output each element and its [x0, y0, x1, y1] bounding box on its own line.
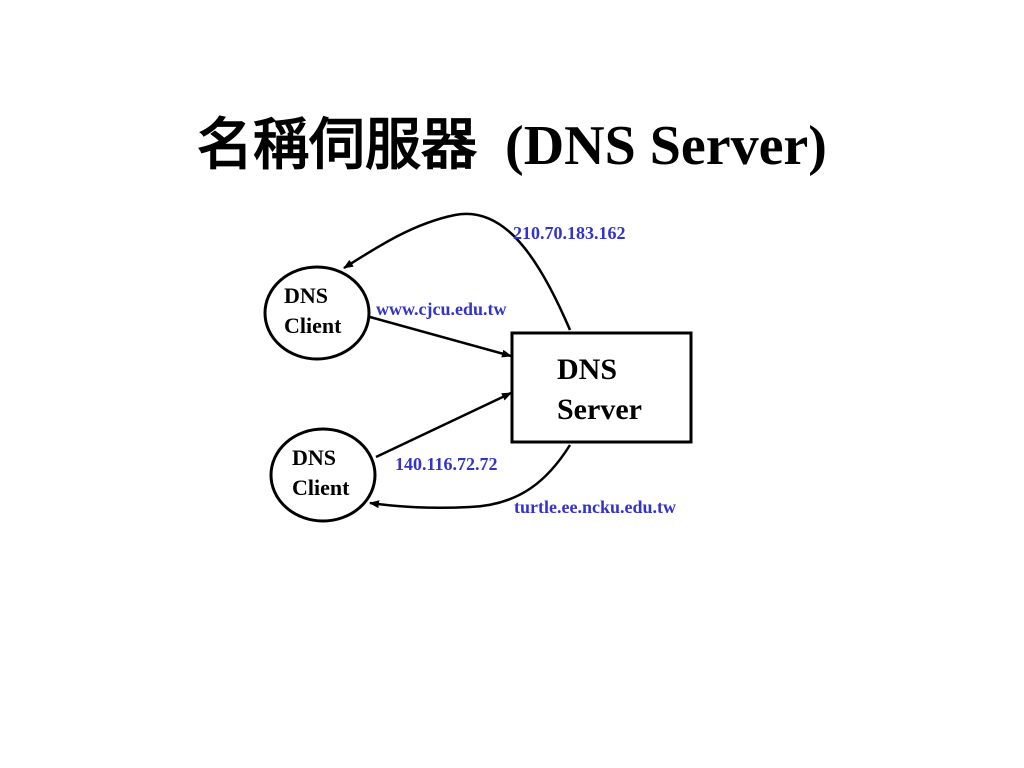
ip-label-bottom: 140.116.72.72 — [395, 454, 498, 474]
title-chinese: 名稱伺服器 — [197, 115, 478, 177]
dns-client-bottom-circle — [269, 427, 377, 523]
title-english: (DNS Server) — [505, 115, 827, 177]
query-arrow-top — [369, 315, 512, 358]
query-arrow-bottom — [375, 391, 512, 459]
domain-label-bottom: turtle.ee.ncku.edu.tw — [514, 497, 676, 517]
client-bottom-label-line1: DNS — [292, 445, 336, 470]
domain-label-top: www.cjcu.edu.tw — [376, 299, 507, 319]
dns-client-top-circle — [263, 265, 371, 361]
response-arrow-bottom — [369, 444, 572, 510]
server-label-line2: Server — [557, 393, 642, 426]
client-top-label-line1: DNS — [284, 283, 328, 308]
client-top-label-line2: Client — [284, 313, 342, 338]
server-label-line1: DNS — [557, 353, 617, 386]
dns-server-box — [510, 331, 693, 444]
ip-label-top: 210.70.183.162 — [513, 223, 626, 243]
client-bottom-label-line2: Client — [292, 475, 350, 500]
response-arrow-top — [343, 212, 572, 331]
page-title: 名稱伺服器 (DNS Server) — [0, 100, 1024, 181]
